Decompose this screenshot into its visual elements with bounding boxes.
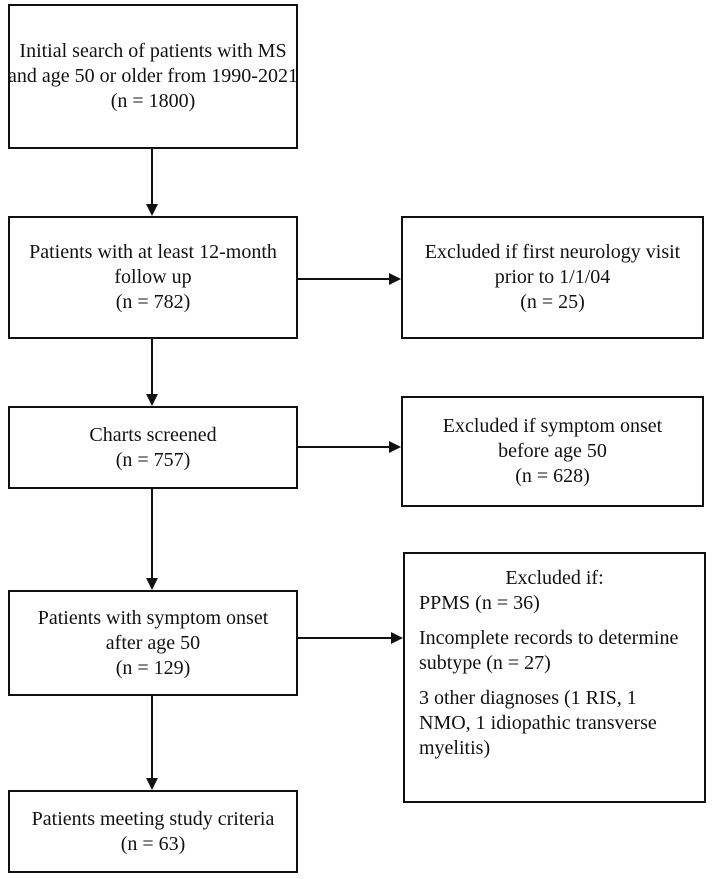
excluded-if-heading: Excluded if: <box>505 567 604 589</box>
followup-line-1: Patients with at least 12-month <box>29 241 277 263</box>
excluded-ppms: PPMS (n = 36) <box>419 592 540 614</box>
initial-search-count: (n = 1800) <box>110 90 196 112</box>
followup-box: Patients with at least 12-month follow u… <box>8 216 298 339</box>
excluded-other-line-3: myelitis) <box>419 737 491 759</box>
excluded-other-line-1: 3 other diagnoses (1 RIS, 1 <box>419 687 637 709</box>
arrowhead-onset-to-meeting <box>146 778 158 790</box>
meeting-criteria-count: (n = 63) <box>120 832 186 855</box>
meeting-criteria-box: Patients meeting study criteria (n = 63) <box>8 790 298 873</box>
followup-line-2: follow up <box>114 266 192 288</box>
followup-count: (n = 782) <box>115 291 191 313</box>
excluded-onset-line-2: before age 50 <box>498 440 607 462</box>
excluded-visit-line-2: prior to 1/1/04 <box>494 266 611 288</box>
excluded-onset-box: Excluded if symptom onset before age 50 … <box>401 396 704 507</box>
onset-after-50-box: Patients with symptom onset after age 50… <box>8 590 298 696</box>
initial-search-line-2: and age 50 or older from 1990-2021 <box>8 65 298 87</box>
onset-after-50-line-1: Patients with symptom onset <box>37 606 269 629</box>
arrowhead-charts-to-onset-after-50 <box>146 578 158 590</box>
excluded-visit-box: Excluded if first neurology visit prior … <box>401 216 704 339</box>
excluded-onset-count: (n = 628) <box>515 465 590 487</box>
meeting-criteria-label: Patients meeting study criteria <box>31 807 275 830</box>
charts-screened-box: Charts screened (n = 757) <box>8 406 298 489</box>
initial-search-line-1: Initial search of patients with MS <box>19 40 287 62</box>
excluded-visit-line-1: Excluded if first neurology visit <box>424 241 681 263</box>
excluded-other-line-2: NMO, 1 idiopathic transverse <box>419 712 657 734</box>
excluded-visit-count: (n = 25) <box>520 291 585 313</box>
arrowhead-onset-to-excluded-if <box>391 632 403 644</box>
excluded-incomplete-line-1: Incomplete records to determine <box>419 627 679 649</box>
arrowhead-charts-to-excluded-onset <box>389 441 401 453</box>
arrowhead-followup-to-charts <box>146 394 158 406</box>
onset-after-50-count: (n = 129) <box>115 656 191 679</box>
spacer <box>419 616 704 626</box>
charts-screened-count: (n = 757) <box>115 448 191 471</box>
spacer <box>419 676 704 686</box>
onset-after-50-line-2: after age 50 <box>105 631 201 654</box>
charts-screened-label: Charts screened <box>89 423 217 446</box>
excluded-incomplete-line-2: subtype (n = 27) <box>419 652 551 674</box>
arrowhead-followup-to-excluded-visit <box>389 273 401 285</box>
arrowhead-initial-to-followup <box>146 204 158 216</box>
excluded-onset-line-1: Excluded if symptom onset <box>442 415 663 437</box>
excluded-if-box: Excluded if: PPMS (n = 36) Incomplete re… <box>403 552 706 803</box>
initial-search-box: Initial search of patients with MS and a… <box>8 4 298 149</box>
